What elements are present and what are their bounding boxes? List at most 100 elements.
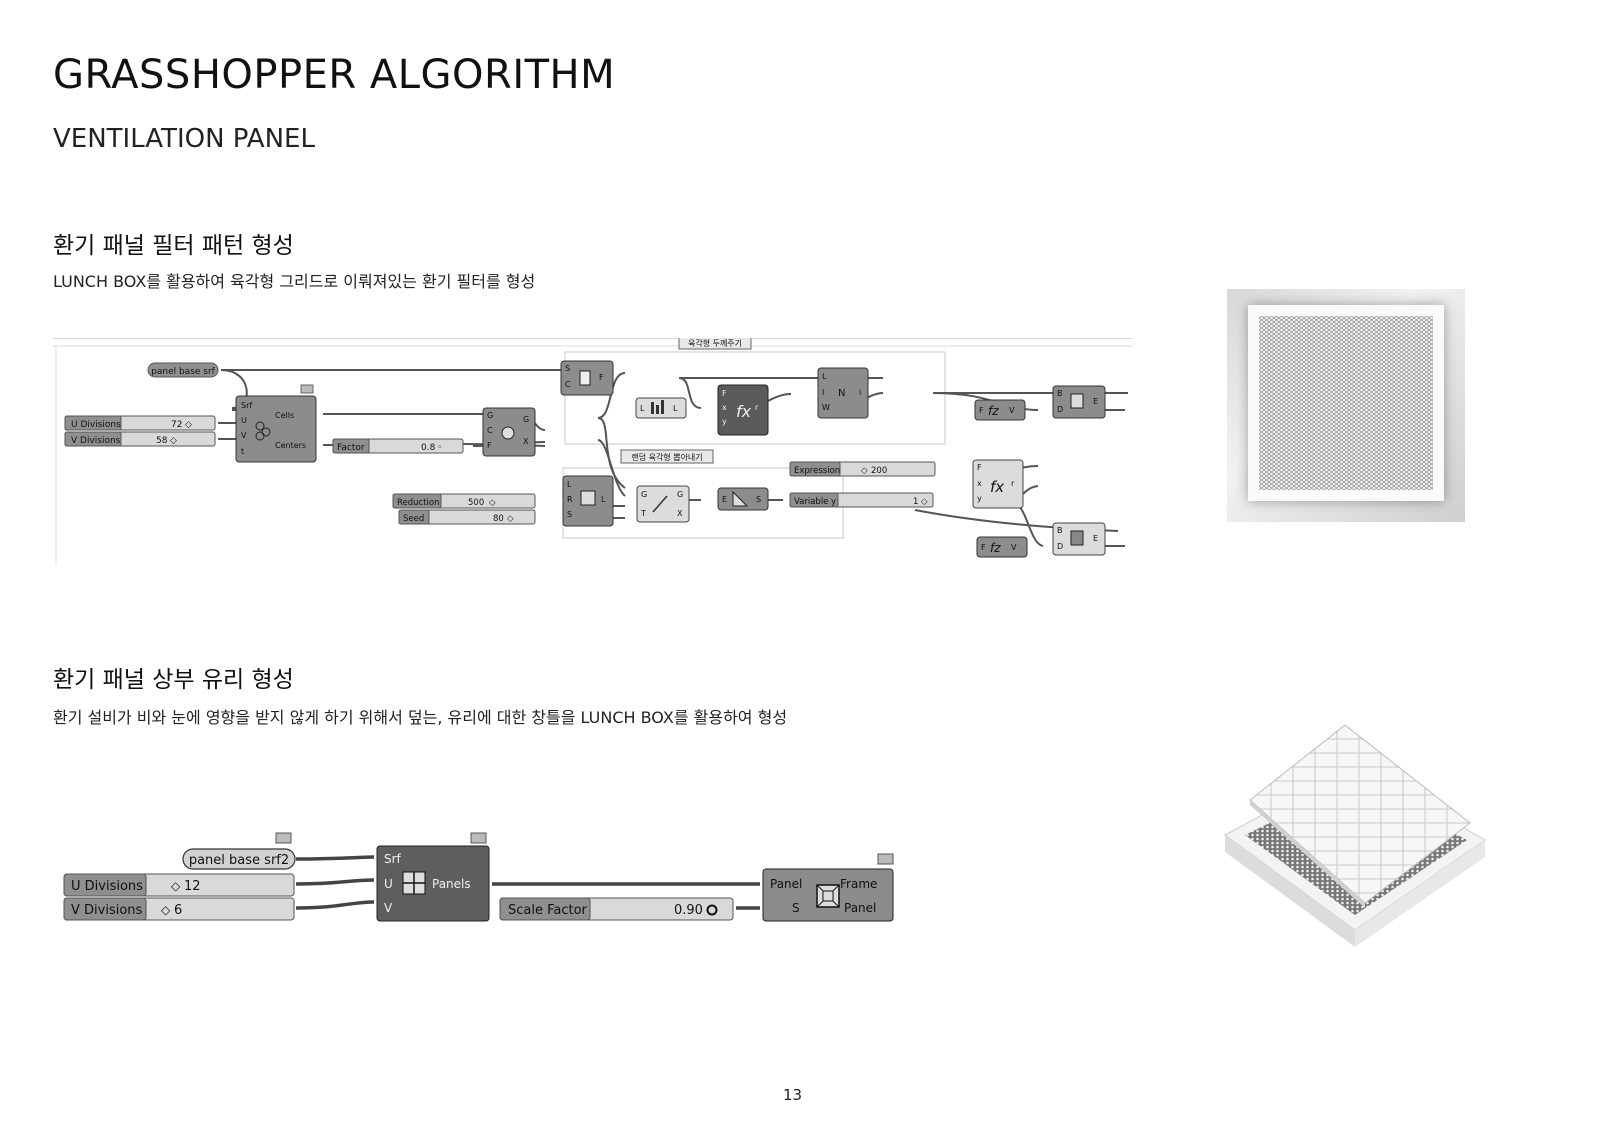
divide-panels-component[interactable]: Srf U V Panels [376,845,490,922]
reduction-slider[interactable]: Reduction 500 ◇ [392,493,536,509]
svg-text:C: C [487,426,493,435]
svg-text:Srf: Srf [241,401,252,410]
u-divisions-slider[interactable]: U Divisions 72 ◇ [64,415,216,431]
bake-component-top[interactable]: B D E [1052,385,1106,419]
section2-description: 환기 설비가 비와 눈에 영향을 받지 않게 하기 위해서 덮는, 유리에 대한… [53,708,788,727]
svg-text:B: B [1057,526,1063,535]
svg-text:◇: ◇ [861,466,868,476]
svg-text:Panel: Panel [770,877,802,891]
svg-text:Reduction: Reduction [397,498,440,508]
svg-text:L: L [567,480,572,489]
svg-text:Seed: Seed [403,514,424,524]
gh-definition-glass-frame: panel base srf2 U Divisions ◇ 12 V Divis… [63,832,894,922]
svg-text:I: I [822,388,824,397]
svg-text:F: F [722,389,727,398]
svg-text:Factor: Factor [337,443,365,453]
panel-frame-component[interactable]: Panel S Frame Panel [762,868,894,922]
svg-text:y: y [722,417,727,426]
svg-text:t: t [241,447,244,456]
svg-text:L: L [601,495,606,504]
svg-text:80: 80 [493,514,504,524]
variable-y-slider[interactable]: Variable y 1 ◇ [789,492,934,508]
scale-factor-slider[interactable]: Scale Factor 0.90 [499,897,734,921]
filter-panel-render [1227,289,1465,522]
svg-text:C: C [565,380,571,389]
svg-text:◇: ◇ [921,497,928,507]
svg-text:U Divisions: U Divisions [71,420,121,430]
svg-text:i: i [859,388,861,397]
bake-component-bottom[interactable]: B D E [1052,522,1106,556]
svg-text:◇: ◇ [170,436,177,446]
svg-text:E: E [1093,397,1098,406]
svg-text:Scale Factor: Scale Factor [508,903,588,918]
svg-text:B: B [1057,389,1063,398]
svg-text:S: S [756,495,761,504]
svg-text:r: r [1011,479,1015,488]
svg-text:S: S [567,510,572,519]
svg-text:L: L [822,372,827,381]
scale-component[interactable]: G C F G X [482,407,536,457]
list-length-component[interactable]: L L [635,397,687,419]
svg-text:Panel: Panel [844,901,876,915]
svg-text:x: x [722,403,727,412]
weave-component[interactable]: L I W i N [817,367,869,419]
expression-slider[interactable]: Expression ◇ 200 [789,461,936,477]
svg-text:x: x [977,479,982,488]
factor-slider[interactable]: Factor 0.8 ◦ [332,438,464,454]
svg-text:S: S [792,901,800,915]
svg-text:F: F [487,441,492,450]
svg-text:S: S [565,364,570,373]
v-divisions-slider[interactable]: V Divisions 58 ◇ [64,431,216,447]
svg-text:G: G [523,415,529,424]
expression-component-light[interactable]: F x y r fx [972,459,1024,509]
section2-heading: 환기 패널 상부 유리 형성 [53,667,294,693]
svg-text:Variable y: Variable y [794,497,836,507]
svg-text:fx: fx [990,478,1004,496]
extrude-component[interactable]: S C F [560,360,614,396]
fz-component-bottom[interactable]: F V fz [976,536,1028,558]
svg-text:Srf: Srf [384,852,402,866]
u-divisions-slider-2[interactable]: U Divisions ◇ 12 [63,873,295,897]
svg-text:0.90: 0.90 [674,903,703,918]
param-panel-base-srf-label: panel base srf [151,367,216,377]
random-reduce-component[interactable]: L R S L [562,475,614,527]
svg-text:fz: fz [990,541,1001,555]
svg-text:G: G [677,490,683,499]
svg-text:y: y [977,494,982,503]
svg-text:N: N [838,388,845,399]
page-number: 13 [783,1086,803,1104]
svg-text:6: 6 [174,903,182,918]
group-thickness [564,351,946,445]
svg-text:E: E [722,495,727,504]
section1-description: LUNCH BOX를 활용하여 육각형 그리드로 이뤄져있는 환기 필터를 형성 [53,272,536,291]
svg-text:0.8: 0.8 [421,443,436,453]
svg-text:Frame: Frame [840,877,877,891]
svg-text:fx: fx [736,402,752,421]
section1-heading: 환기 패널 필터 패턴 형성 [53,233,294,259]
hexagon-cells-component[interactable]: Srf U V t Cells Centers [235,395,317,463]
svg-text:G: G [487,411,493,420]
svg-text:58: 58 [156,436,168,446]
move-component[interactable]: G T G X [636,485,690,523]
group1-label: 육각형 두께주기 [688,338,742,348]
fz-component-top[interactable]: F V fz [974,399,1026,421]
svg-text:◇: ◇ [507,514,514,524]
svg-text:V: V [1011,543,1017,552]
seed-slider[interactable]: Seed 80 ◇ [398,509,536,525]
svg-text:F: F [979,406,984,415]
expression-component-dark[interactable]: F x y r fx [717,384,769,436]
group2-label: 랜덤 육각형 뽑아내기 [631,452,702,462]
v-divisions-slider-2[interactable]: V Divisions ◇ 6 [63,897,295,921]
svg-text:X: X [677,509,683,518]
svg-text:200: 200 [871,466,887,476]
svg-text:X: X [523,437,529,446]
svg-text:◦: ◦ [437,443,442,453]
param-panel-base-srf[interactable] [147,362,219,378]
svg-text:fz: fz [988,404,999,418]
svg-text:Expression: Expression [794,466,840,476]
param-panel-base-srf2[interactable]: panel base srf2 [182,848,296,870]
extrude-point-component[interactable]: E S [717,487,769,511]
glass-frame-render [1224,725,1486,947]
svg-text:R: R [567,495,573,504]
svg-text:V: V [1009,406,1015,415]
